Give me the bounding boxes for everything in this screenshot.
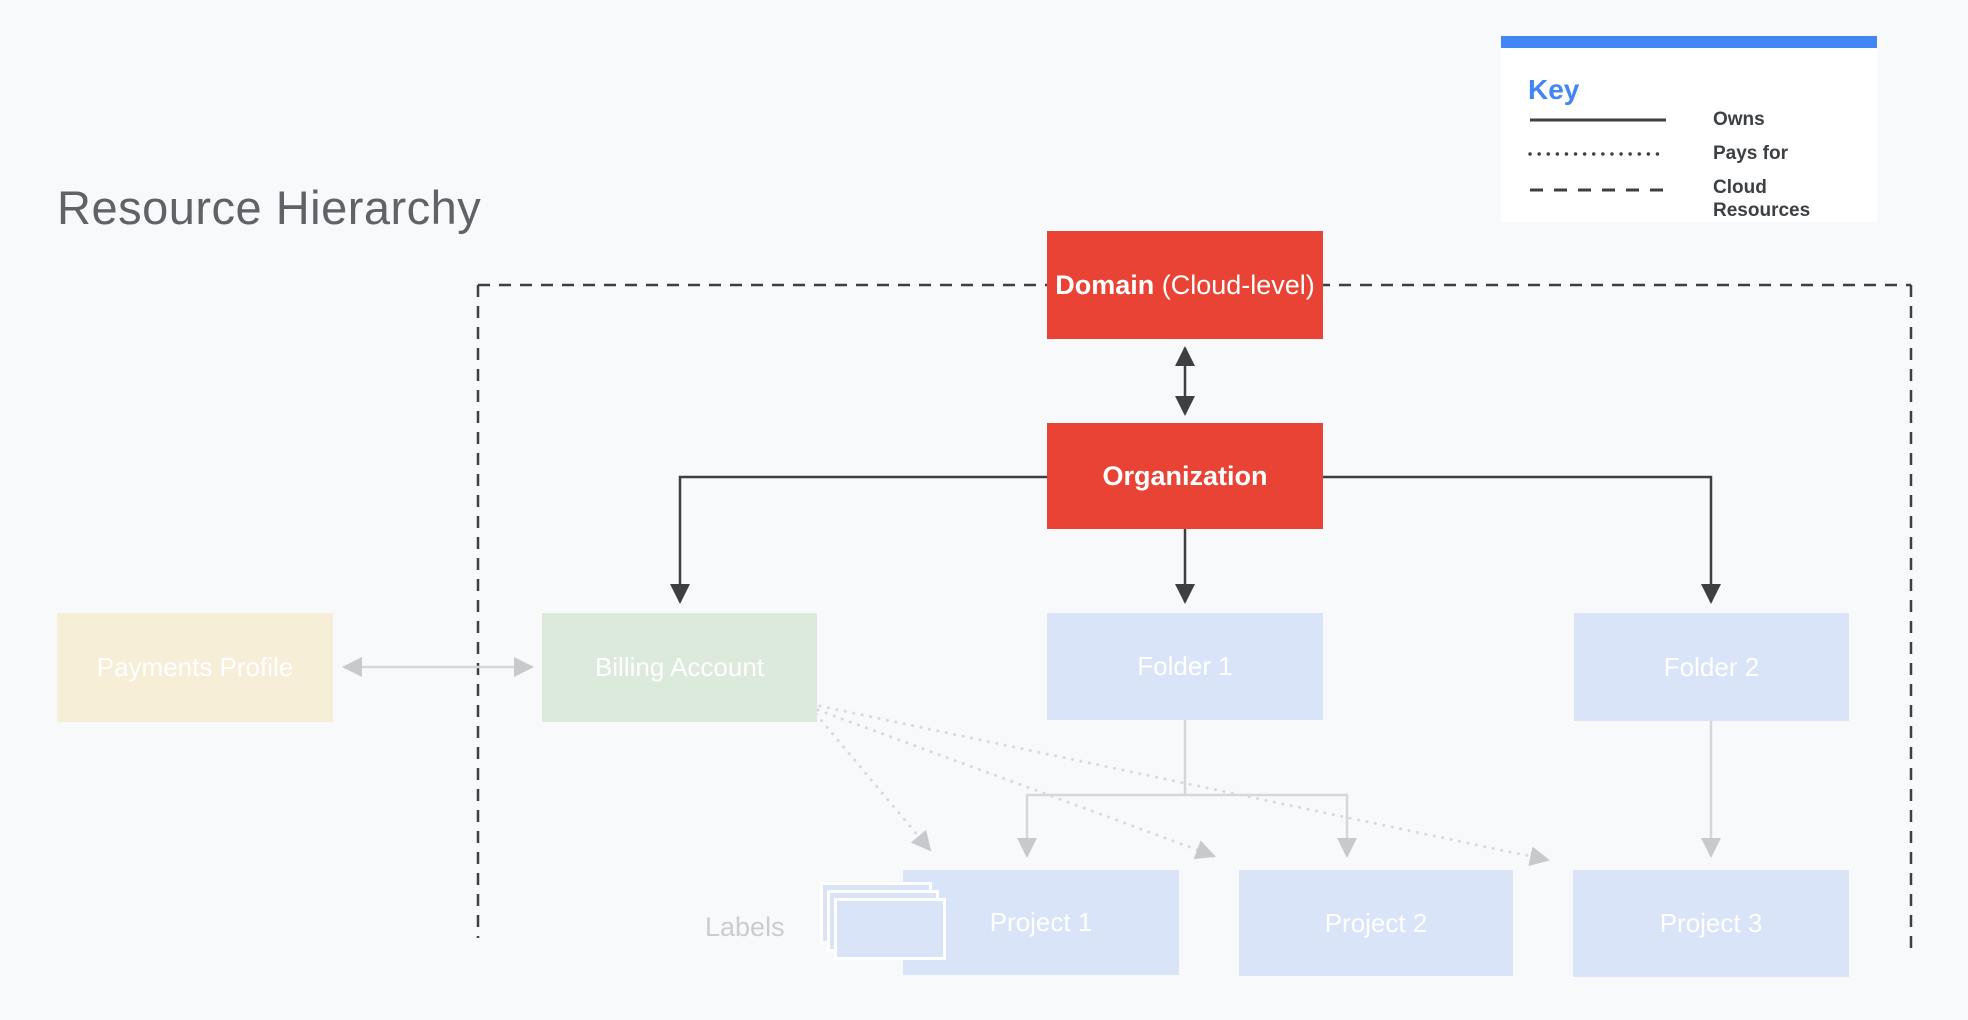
node-domain-label-suffix: (Cloud-level) [1154, 269, 1315, 300]
legend-label-owns: Owns [1713, 109, 1765, 130]
pays-for-billing-project2 [816, 708, 1216, 860]
node-billing-account: Billing Account [542, 613, 817, 722]
labels-stack-icon [820, 882, 952, 966]
node-organization: Organization [1047, 423, 1323, 529]
legend: Key Owns Pays for Cloud Resources [1501, 36, 1877, 222]
legend-label-pays-for: Pays for [1713, 143, 1788, 164]
node-folder-1: Folder 1 [1047, 613, 1323, 720]
folder1-to-projects-connector [1017, 793, 1357, 858]
owns-arrow-organization-folder2 [1323, 475, 1721, 604]
node-project-1: Project 1 [903, 870, 1179, 975]
node-domain-label-bold: Domain [1055, 269, 1155, 300]
page-title: Resource Hierarchy [57, 181, 482, 234]
legend-accent-bar [1501, 36, 1877, 48]
node-project-3: Project 3 [1573, 870, 1849, 977]
cloud-resources-line-sample [1530, 188, 1666, 192]
node-payments-profile: Payments Profile [57, 613, 333, 722]
owns-line-sample [1530, 118, 1666, 122]
pays-for-line-sample [1528, 152, 1668, 156]
legend-title: Key [1528, 74, 1580, 105]
node-domain: Domain (Cloud-level) [1047, 231, 1323, 339]
pays-for-billing-project1 [814, 712, 932, 852]
node-folder-2: Folder 2 [1574, 613, 1849, 721]
owns-arrow-organization-billing [670, 475, 1047, 604]
labels-caption: Labels [705, 912, 785, 942]
label-card-front [834, 898, 946, 960]
node-project-2: Project 2 [1239, 870, 1513, 976]
pays-for-billing-project3 [818, 704, 1550, 867]
legend-label-cloud-resources: Cloud Resources [1713, 177, 1811, 221]
